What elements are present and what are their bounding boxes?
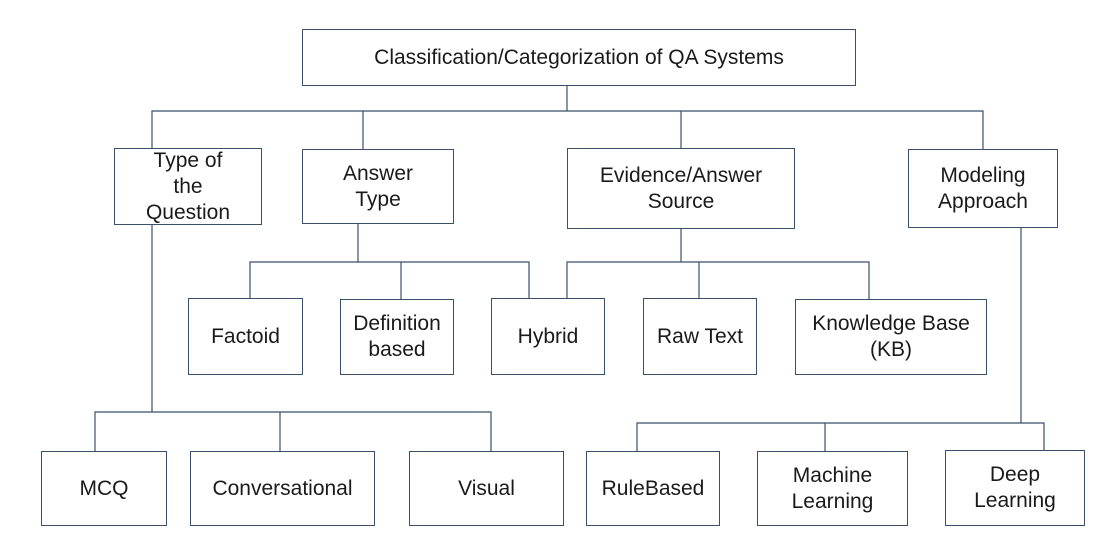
node-conversational: Conversational bbox=[190, 451, 375, 526]
node-deep-learning: Deep Learning bbox=[945, 450, 1085, 526]
root-node: Classification/Categorization of QA Syst… bbox=[302, 29, 856, 86]
node-visual: Visual bbox=[409, 451, 564, 526]
connector-evidence-bus bbox=[566, 261, 870, 299]
node-modeling-approach: Modeling Approach bbox=[908, 149, 1058, 228]
node-raw-text: Raw Text bbox=[643, 298, 757, 375]
node-knowledge-base: Knowledge Base (KB) bbox=[795, 299, 987, 375]
connector-answer-type-bus bbox=[249, 261, 530, 298]
node-machine-learning: Machine Learning bbox=[757, 451, 908, 526]
node-mcq: MCQ bbox=[41, 451, 167, 526]
node-type-of-question: Type of the Question bbox=[114, 148, 262, 225]
node-rule-based: RuleBased bbox=[586, 451, 720, 526]
node-factoid: Factoid bbox=[188, 298, 303, 375]
connector-level1-bus bbox=[151, 110, 984, 149]
node-hybrid: Hybrid bbox=[491, 298, 605, 375]
connector-question-type-bus bbox=[94, 411, 492, 451]
node-answer-type: Answer Type bbox=[302, 149, 454, 224]
connector-modeling-bus bbox=[636, 422, 1045, 451]
node-evidence-source: Evidence/Answer Source bbox=[567, 148, 795, 229]
node-definition-based: Definition based bbox=[340, 299, 454, 375]
